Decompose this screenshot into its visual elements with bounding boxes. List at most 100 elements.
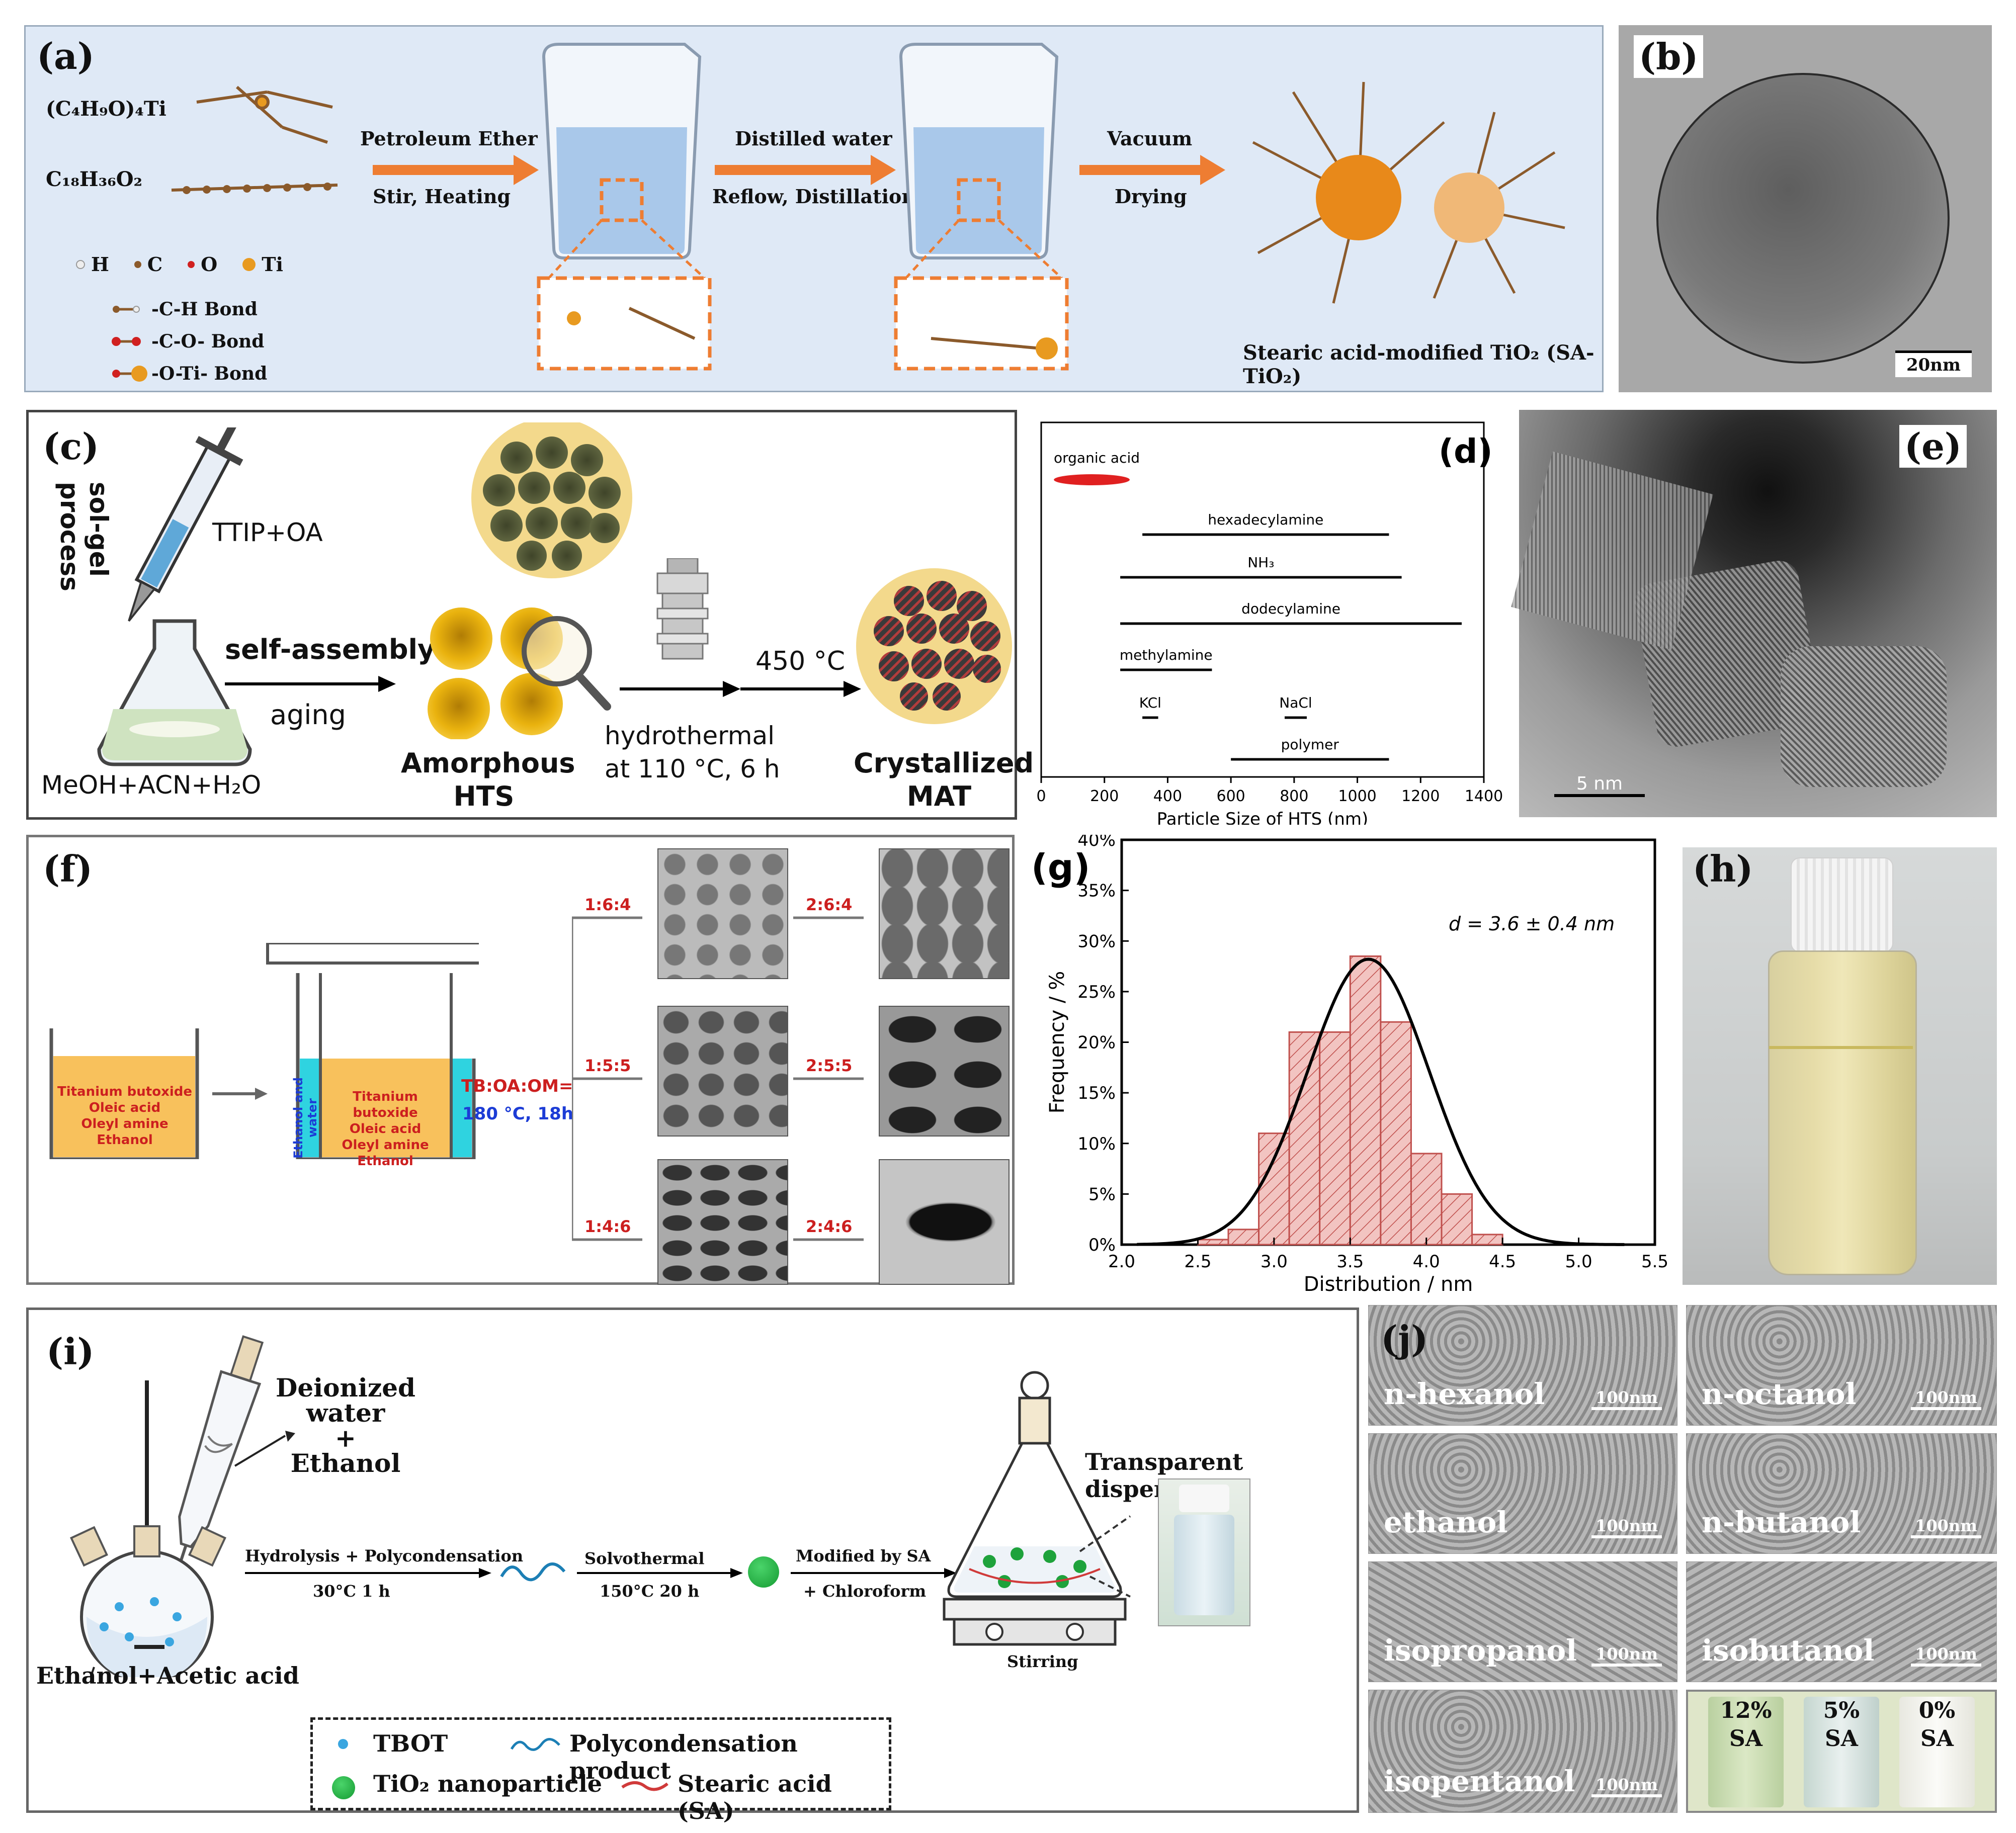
panel-f-label: (f): [43, 847, 93, 890]
tem-1-6-4: [657, 848, 788, 979]
legend-sa: Stearic acid (SA): [678, 1770, 832, 1824]
ratio-left-2: 1:5:5: [584, 1056, 631, 1075]
d-series-label-5: KCl: [1139, 694, 1161, 711]
d-panel-label: (d): [1439, 432, 1493, 471]
step3-top-label: Vacuum: [1107, 127, 1193, 150]
branch-lines: [572, 916, 864, 1241]
vial-cap: [1791, 857, 1893, 952]
d-series-label-7: polymer: [1281, 736, 1339, 753]
tem-2-6-4: [879, 848, 1010, 979]
arrow1-icon: [225, 676, 396, 692]
d-xtick-label-6: 1200: [1401, 788, 1440, 805]
g-xtick-label-7: 5.5: [1641, 1252, 1668, 1272]
product-label: Stearic acid-modified TiO₂ (SA-TiO₂): [1243, 341, 1594, 388]
g-xlabel: Distribution / nm: [1304, 1273, 1473, 1296]
vial-5-percent: 5%SA: [1804, 1697, 1879, 1807]
arrow3-icon: [740, 681, 861, 697]
panel-j-label: (j): [1381, 1318, 1429, 1360]
d-xtick-label-0: 0: [1036, 788, 1046, 805]
autoclave-icon: [656, 558, 709, 660]
step3-arrow-icon: [1079, 155, 1225, 185]
step1-bottom-label: Stir, Heating: [373, 185, 511, 208]
panel-e-hrtem-image: (e) 5 nm: [1511, 410, 1997, 817]
tem-particle: [1656, 73, 1950, 364]
atom-legend: H C O Ti: [76, 253, 283, 276]
d-series-label-3: dodecylamine: [1241, 600, 1340, 617]
legend-o-icon: O: [188, 253, 217, 276]
panel-c: (c) sol-gel process TTIP+OA MeOH+ACN+H₂O…: [26, 410, 1034, 820]
g-ytick-label-6: 30%: [1077, 931, 1116, 951]
condition-label: 180 °C, 18h: [462, 1104, 574, 1124]
g-bar-5: [1349, 955, 1382, 1246]
g-bar-7: [1410, 1153, 1443, 1246]
calcination-label: 450 °C: [755, 646, 846, 676]
g-xtick-label-6: 5.0: [1565, 1252, 1592, 1272]
tem-2-5-5: [879, 1006, 1010, 1137]
step2-top-label: Distilled water: [735, 127, 892, 150]
legend-h-icon: H: [76, 253, 109, 276]
syringe-label: TTIP+OA: [212, 518, 323, 547]
solvent-label: MeOH+ACN+H₂O: [41, 770, 262, 800]
g-fit-curve: [1137, 957, 1625, 1246]
d-series-label-6: NaCl: [1279, 694, 1312, 711]
panel-e-scale-bar: 5 nm: [1554, 773, 1645, 797]
g-ytick-label-0: 0%: [1088, 1235, 1116, 1255]
panel-b-tem-image: (b) 20nm: [1619, 25, 1992, 392]
d-xtick-label-2: 400: [1153, 788, 1182, 805]
legend-c-icon: C: [134, 253, 162, 276]
amorphous-hts-particles: [428, 422, 632, 739]
i-step1-arrow-icon: [245, 1568, 491, 1578]
g-ytick-label-3: 15%: [1077, 1083, 1116, 1103]
beaker-2-icon: [894, 43, 1069, 371]
i-legend-box: TBOT Polycondensation product TiO₂ nanop…: [310, 1717, 891, 1824]
reagent-stearic-acid: C₁₈H₃₆O₂: [46, 167, 143, 191]
g-ytick-label-1: 5%: [1088, 1184, 1116, 1204]
beaker-1-icon: [537, 43, 712, 371]
legend-tio2-icon: [332, 1776, 355, 1799]
g-xtick-label-2: 3.0: [1261, 1252, 1288, 1272]
d-xtick-label-1: 200: [1090, 788, 1119, 805]
legend-wave-icon: [510, 1738, 560, 1751]
ratio-left-1: 1:6:4: [584, 895, 631, 914]
bond-legend-icons: [112, 306, 147, 382]
panel-b-scale-bar: 20nm: [1895, 351, 1972, 377]
legend-sa-icon: [621, 1781, 668, 1791]
d-series-organic-acid: [1054, 474, 1130, 485]
panel-a: (a) (C₄H₉O)₄Ti C₁₈H₃₆O₂ H C O Ti -C-H Bo…: [24, 25, 1604, 392]
g-xtick-label-4: 4.0: [1413, 1252, 1440, 1272]
g-bar-6: [1380, 1021, 1412, 1246]
g-bar-8: [1441, 1193, 1473, 1246]
step3-bottom-label: Drying: [1115, 185, 1187, 208]
water-wall-label: Ethanol and water: [291, 1077, 319, 1159]
reagent-titanium-butoxide: (C₄H₉O)₄Ti: [46, 97, 166, 121]
d-xtick-label-3: 600: [1217, 788, 1245, 805]
panel-h-label: (h): [1693, 847, 1753, 890]
g-ytick-label-4: 20%: [1077, 1033, 1116, 1053]
tio2-nanoparticle-icon: [748, 1556, 779, 1588]
g-xtick-label-5: 4.5: [1489, 1252, 1516, 1272]
tem-2-4-6: [879, 1159, 1010, 1285]
molecule-sketches: [171, 85, 338, 194]
g-bar-0: [1197, 1239, 1229, 1246]
panel-a-label: (a): [37, 35, 95, 77]
tem-1-4-6: [657, 1159, 788, 1285]
g-annotation: d = 3.6 ± 0.4 nm: [1449, 913, 1615, 935]
three-neck-flask-icon: [70, 1335, 295, 1677]
g-xtick-label-3: 3.5: [1336, 1252, 1364, 1272]
vial-liquid-surface: [1769, 1046, 1913, 1049]
g-xtick-label-0: 2.0: [1108, 1252, 1135, 1272]
g-xtick-label-1: 2.5: [1184, 1252, 1211, 1272]
bond-legend: -C-H Bond -C-O- Bond -O-Ti- Bond: [111, 293, 267, 390]
bond-legend-oti: -O-Ti- Bond: [151, 363, 268, 384]
